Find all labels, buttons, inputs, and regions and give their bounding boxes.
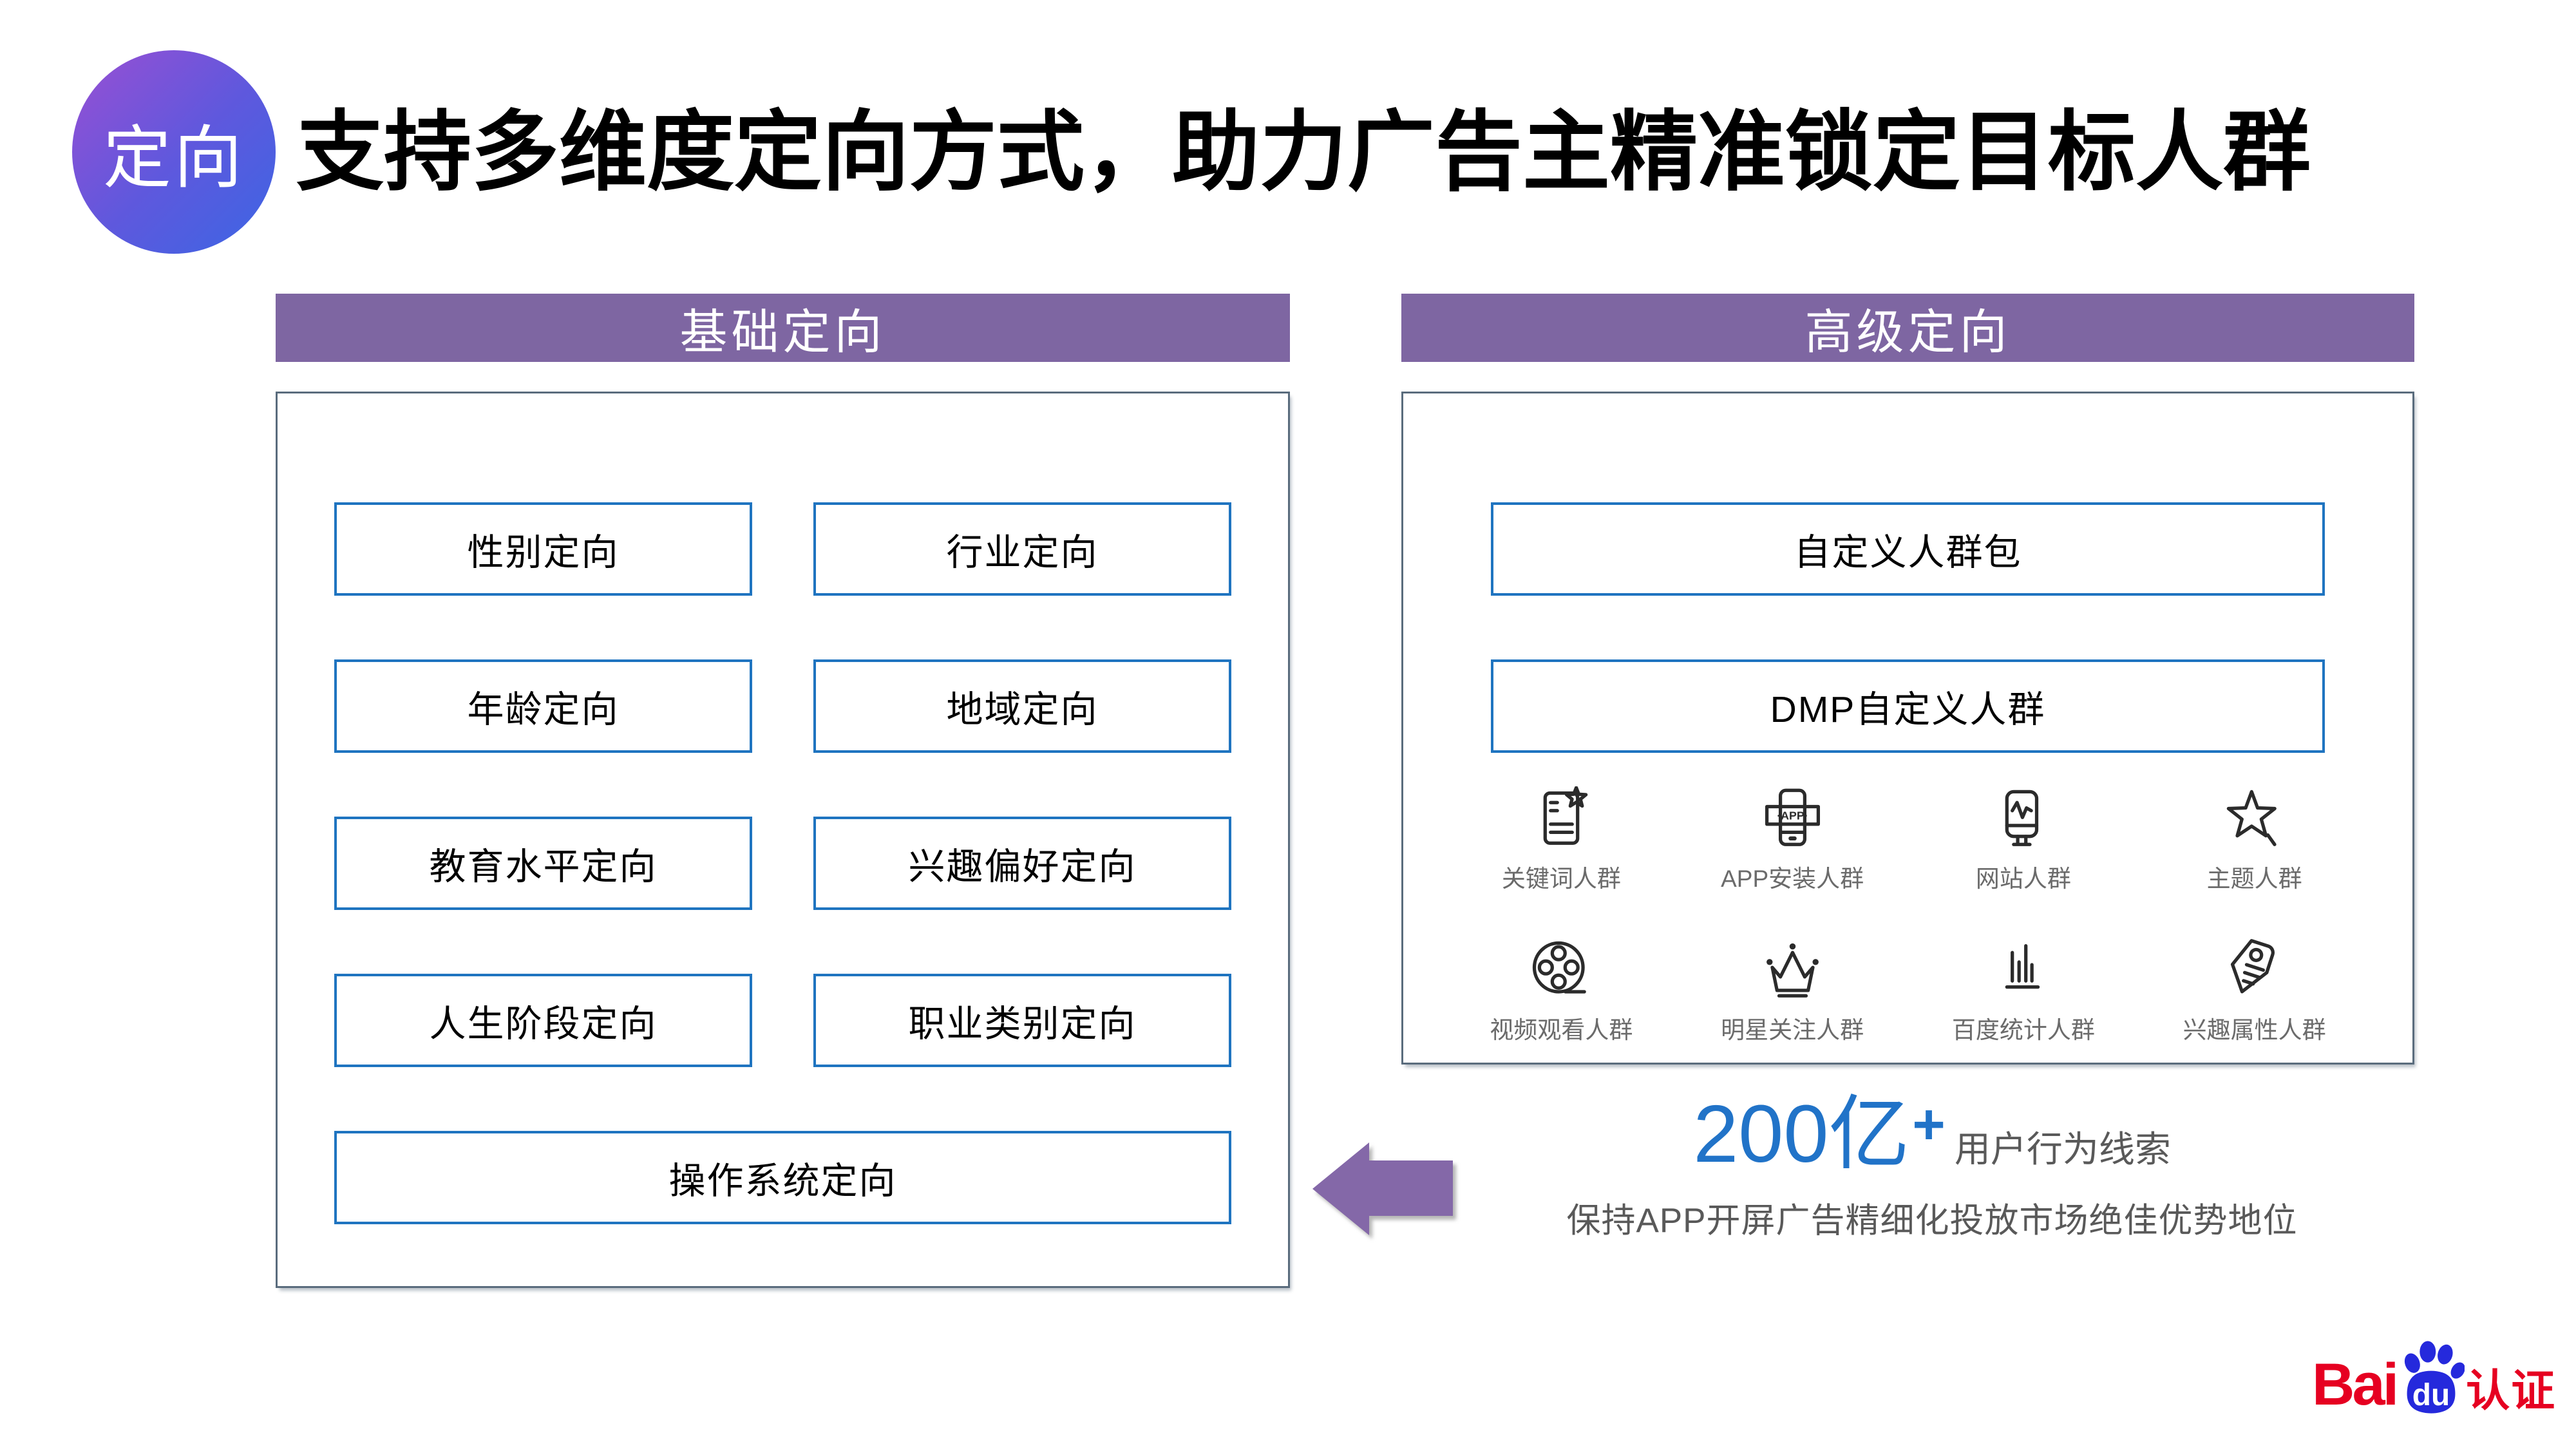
baidu-cert-logo: Bai du 认证 bbox=[2312, 1338, 2556, 1417]
crowd-label: 网站人群 bbox=[1975, 866, 2071, 892]
crowd-label: 关键词人群 bbox=[1501, 866, 1621, 892]
crowd-tongji: 百度统计人群 bbox=[1908, 938, 2139, 1045]
stat-suffix: 用户行为线索 bbox=[1954, 1129, 2171, 1170]
targeting-box-os: 操作系统定向 bbox=[334, 1131, 1231, 1224]
left-arrow-icon bbox=[1312, 1142, 1453, 1235]
crowd-video: 视频观看人群 bbox=[1446, 938, 1677, 1045]
crowd-website: 网站人群 bbox=[1908, 786, 2139, 894]
crowd-label: 视频观看人群 bbox=[1490, 1017, 1633, 1043]
baidu-paw-icon: du bbox=[2405, 1341, 2465, 1414]
basic-targeting-panel: 基础定向 性别定向 行业定向 年龄定向 地域定向 教育水平定向 兴趣偏好定向 人… bbox=[276, 294, 1290, 1288]
stats-block: 200亿 + 用户行为线索 保持APP开屏广告精细化投放市场绝佳优势地位 bbox=[1481, 1088, 2383, 1242]
stat-number: 200亿 bbox=[1693, 1088, 1910, 1179]
basic-panel-header: 基础定向 bbox=[276, 294, 1290, 362]
dmp-custom-crowd-box: DMP自定义人群 bbox=[1491, 659, 2325, 753]
monitor-pulse-icon bbox=[2005, 790, 2039, 846]
advanced-panel-body: 自定义人群包 DMP自定义人群 关键词人群 ·APP· bbox=[1401, 392, 2414, 1065]
targeting-box-interest: 兴趣偏好定向 bbox=[813, 817, 1231, 910]
crowd-label: 兴趣属性人群 bbox=[2183, 1017, 2326, 1043]
document-star-icon bbox=[1543, 786, 1588, 845]
phone-app-icon: ·APP· bbox=[1765, 788, 1820, 846]
targeting-box-age: 年龄定向 bbox=[334, 659, 752, 753]
stat-plus: + bbox=[1912, 1092, 1946, 1156]
baidu-logo-cert-text: 认证 bbox=[2466, 1367, 2557, 1416]
svg-text:·APP·: ·APP· bbox=[1777, 809, 1808, 822]
crowd-label: APP安装人群 bbox=[1721, 866, 1864, 892]
advanced-panel-header: 高级定向 bbox=[1401, 294, 2414, 362]
crowd-label: 百度统计人群 bbox=[1951, 1017, 2095, 1043]
crowd-icon-grid: 关键词人群 ·APP· APP安装人群 bbox=[1446, 786, 2370, 1045]
basic-panel-body: 性别定向 行业定向 年龄定向 地域定向 教育水平定向 兴趣偏好定向 人生阶段定向… bbox=[276, 392, 1290, 1288]
targeting-box-education: 教育水平定向 bbox=[334, 817, 752, 910]
crown-icon bbox=[1766, 943, 1819, 998]
crowd-theme: 主题人群 bbox=[2139, 786, 2370, 894]
bar-chart-icon bbox=[2005, 943, 2040, 989]
film-reel-icon bbox=[1532, 941, 1586, 994]
targeting-box-gender: 性别定向 bbox=[334, 502, 752, 596]
svg-text:du: du bbox=[2412, 1378, 2450, 1412]
topic-badge-label: 定向 bbox=[103, 120, 245, 196]
left-arrow bbox=[1312, 1141, 1454, 1238]
topic-badge: 定向 bbox=[72, 50, 276, 254]
crowd-label: 明星关注人群 bbox=[1721, 1017, 1864, 1043]
targeting-box-life-stage: 人生阶段定向 bbox=[334, 974, 752, 1067]
crowd-keyword: 关键词人群 bbox=[1446, 786, 1677, 894]
crowd-app-install: ·APP· APP安装人群 bbox=[1677, 786, 1908, 894]
crowd-interest-attr: 兴趣属性人群 bbox=[2139, 938, 2370, 1045]
crowd-celebrity: 明星关注人群 bbox=[1677, 938, 1908, 1045]
targeting-box-occupation: 职业类别定向 bbox=[813, 974, 1231, 1067]
tag-icon bbox=[2231, 939, 2275, 994]
crowd-label: 主题人群 bbox=[2206, 866, 2302, 892]
page-title: 支持多维度定向方式，助力广告主精准锁定目标人群 bbox=[296, 103, 2311, 201]
targeting-box-industry: 行业定向 bbox=[813, 502, 1231, 596]
advanced-targeting-panel: 高级定向 自定义人群包 DMP自定义人群 关键词人群 ·APP· bbox=[1401, 294, 2414, 1065]
baidu-logo-bai-text: Bai bbox=[2312, 1352, 2399, 1417]
targeting-box-region: 地域定向 bbox=[813, 659, 1231, 753]
stat-description: 保持APP开屏广告精细化投放市场绝佳优势地位 bbox=[1566, 1201, 2298, 1240]
star-icon bbox=[2226, 790, 2277, 846]
custom-crowd-pack-box: 自定义人群包 bbox=[1491, 502, 2325, 596]
